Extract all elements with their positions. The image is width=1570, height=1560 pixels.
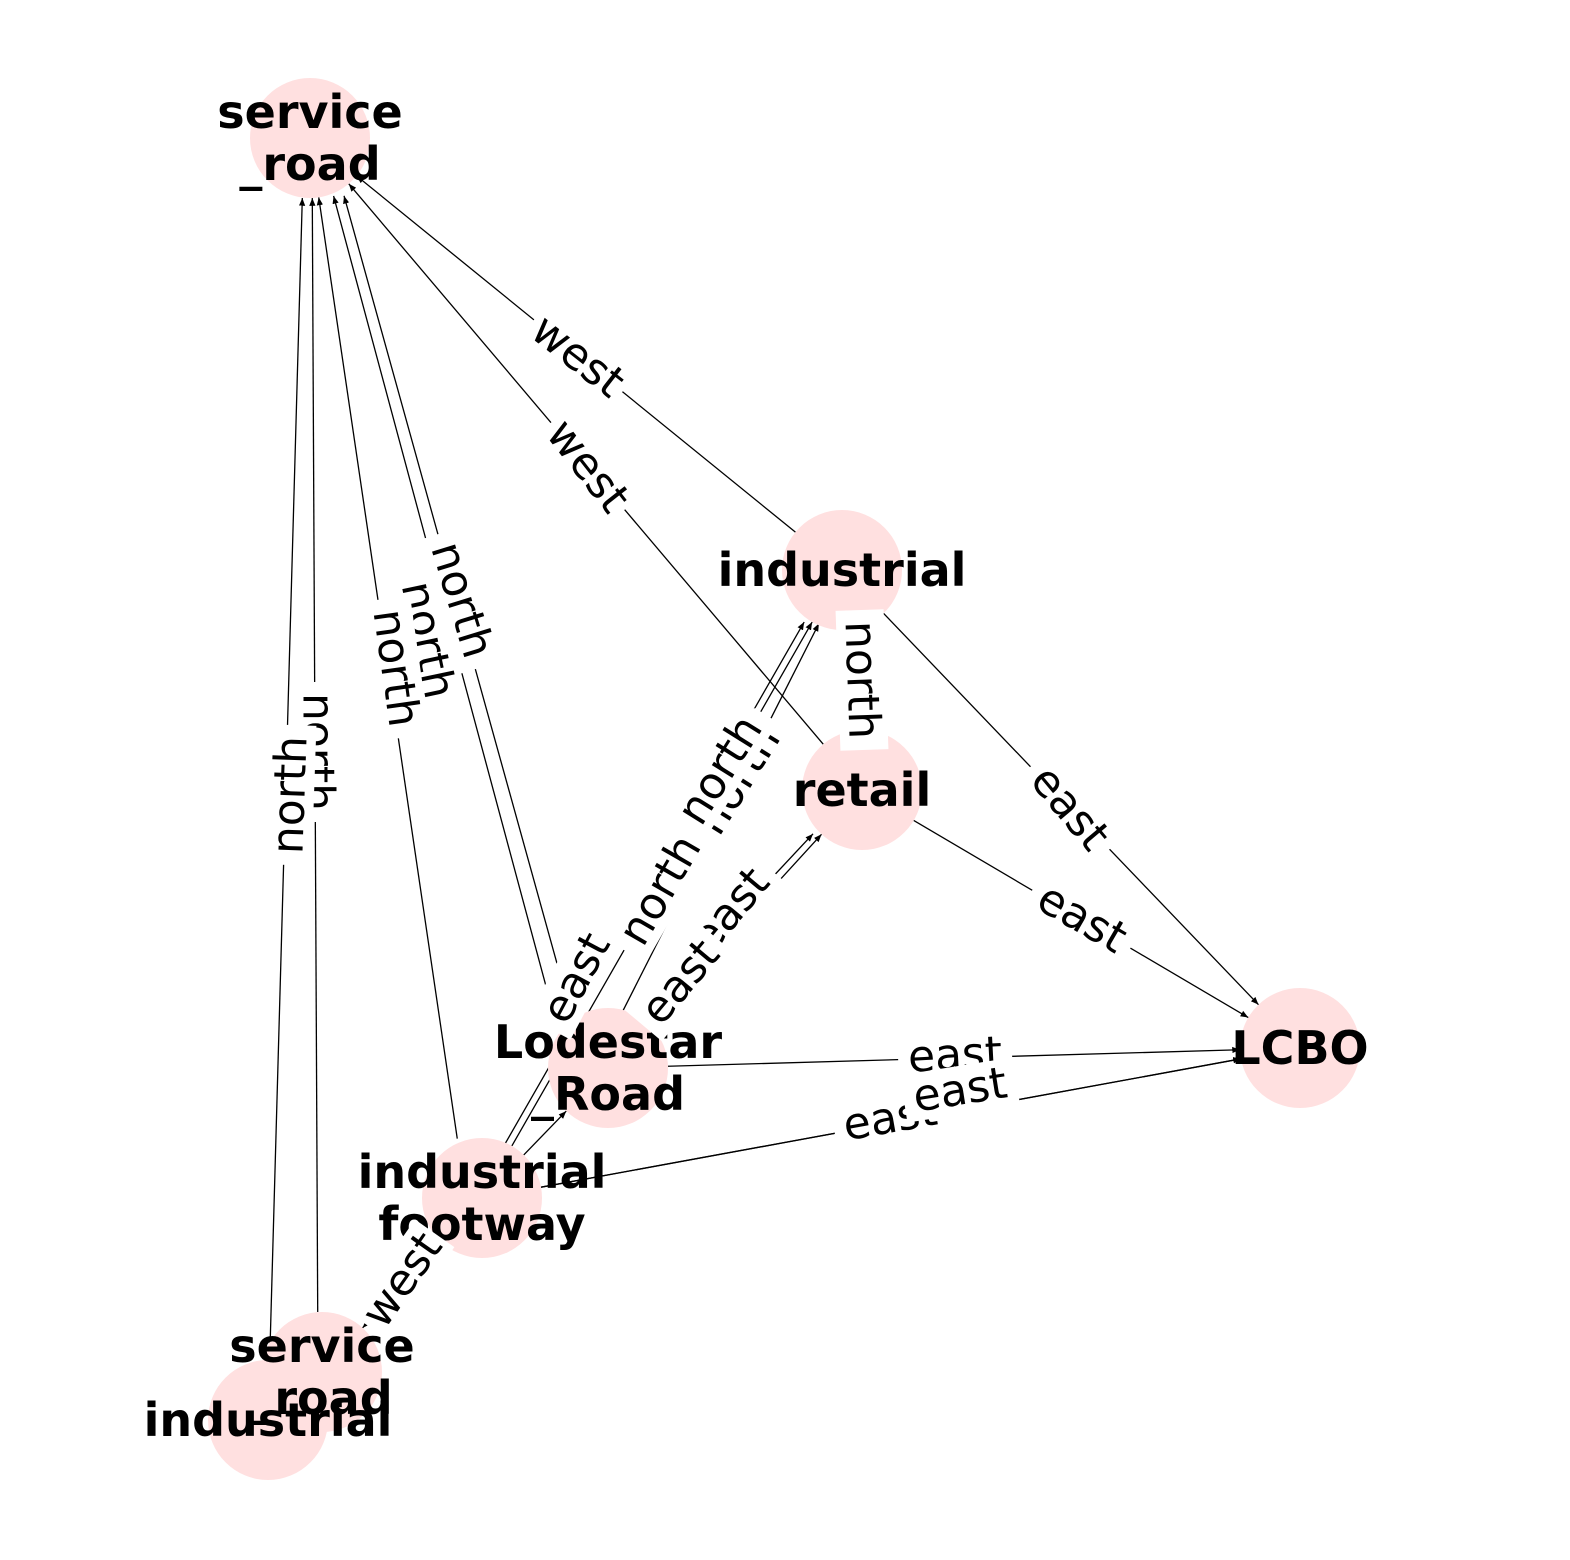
node-retail[interactable] [802,730,922,850]
edge-label-background [518,301,638,411]
edge-label-group: east [1020,868,1144,968]
edge-label-background [662,697,778,843]
edge-label-background [899,1057,1021,1123]
node-labels-layer: service_roadindustrialretailLCBOLodestar… [144,85,1369,1447]
edge-label-background [604,817,716,963]
edge-label-group: north [262,724,318,866]
edge-label-background [418,526,506,674]
node-label: LCBO [1231,1021,1368,1075]
node-label: _road [251,1371,392,1425]
edge-label-background [528,916,624,1040]
edge-ind_foot-to-lodestar [523,1110,567,1156]
edge-label-background [349,1219,455,1341]
node-label: _Road [531,1067,685,1121]
node-ind_bot[interactable] [208,1360,328,1480]
edge-label-background [624,922,736,1042]
edge-label-group: north [834,609,890,751]
node-ind_foot[interactable] [422,1138,542,1258]
edge-label-background [1014,748,1126,868]
node-label: service [217,85,402,139]
node-label: _road [239,137,380,191]
edge-label: north [262,735,317,855]
edge-label-group: west [518,301,638,411]
node-lcbo[interactable] [1240,988,1360,1108]
edge-label-background [533,406,643,526]
edge-label-group: north [362,595,430,741]
node-label: industrial [718,543,967,597]
edge-label-background [1020,868,1144,968]
node-ind_mid[interactable] [782,510,902,630]
edge-label-group: east [1014,748,1126,868]
node-label: industrial [144,1393,393,1447]
node-sr_top[interactable] [250,78,370,198]
node-label: industrial [358,1145,607,1199]
node-label: retail [793,763,931,817]
node-label: Lodestar [494,1015,722,1069]
edge-label-background [362,595,430,741]
edge-label-background [835,609,889,751]
edge-label: north [834,620,889,740]
nodes-layer [208,78,1360,1480]
edge-label-group: west [533,406,643,526]
node-lodestar[interactable] [548,1008,668,1128]
edge-label-group: west [349,1219,455,1341]
edge-label-background [263,724,317,866]
